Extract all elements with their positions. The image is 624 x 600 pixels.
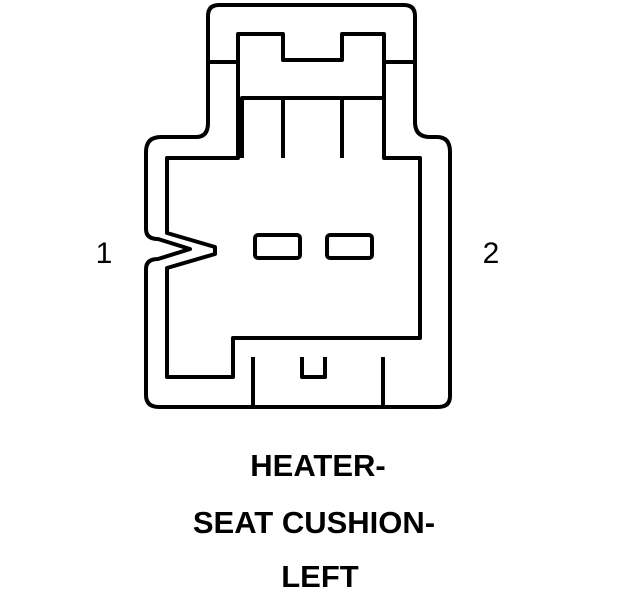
connector-keying-notch (300, 357, 327, 379)
connector-lock-tab (240, 96, 384, 158)
terminal-cavity-2 (325, 233, 374, 260)
connector-inner-cavity (165, 32, 422, 379)
connector-outer-housing (144, 3, 452, 409)
caption-line-2: SEAT CUSHION- (193, 505, 435, 540)
caption-line-3: LEFT (281, 559, 359, 594)
connector-bottom-slot (251, 357, 385, 407)
pin-label-2: 2 (483, 237, 500, 270)
connector-body (144, 3, 452, 409)
pin-label-1: 1 (96, 237, 113, 270)
caption-line-1: HEATER- (250, 448, 385, 483)
terminal-cavity-1 (253, 233, 302, 260)
